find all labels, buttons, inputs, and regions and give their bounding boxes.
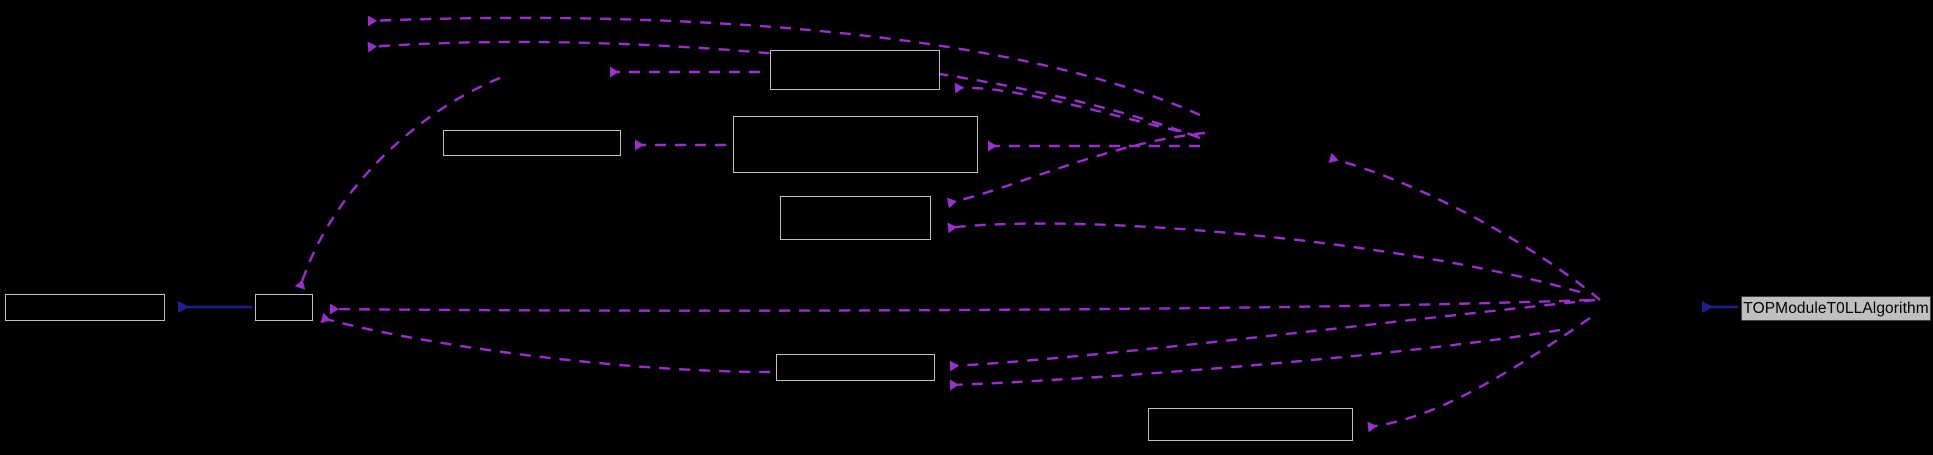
graph-node-6[interactable] bbox=[776, 354, 935, 381]
edge-hub-to-n5b bbox=[947, 222, 1581, 294]
edge-hub-to-upper-right bbox=[1328, 152, 1601, 301]
edge-hub-to-n3 bbox=[954, 82, 1199, 138]
edge-hub-to-n6a bbox=[949, 298, 1596, 372]
graph-node-8-label: TOPModuleT0LLAlgorithm bbox=[1743, 299, 1929, 317]
edge-hub-to-mid bbox=[329, 298, 1591, 315]
graph-node-4[interactable] bbox=[733, 116, 978, 173]
graph-node-2[interactable] bbox=[443, 130, 621, 156]
graph-node-7[interactable] bbox=[1148, 408, 1353, 441]
edge-hub-to-n6b bbox=[949, 328, 1561, 391]
graph-node-5[interactable] bbox=[780, 196, 931, 240]
edge-n6-to-n1 bbox=[320, 312, 771, 374]
edge-hub-to-n5a bbox=[946, 131, 1206, 209]
edge-top-to-n1 bbox=[294, 76, 501, 290]
graph-node-1[interactable] bbox=[255, 294, 313, 321]
graph-node-topmodulet0llalgorithm[interactable]: TOPModuleT0LLAlgorithm bbox=[1741, 296, 1931, 321]
edge-hub-to-n7 bbox=[1367, 317, 1591, 433]
graph-node-3[interactable] bbox=[770, 50, 940, 90]
dashed-edge-group bbox=[294, 15, 1601, 433]
graph-node-0[interactable] bbox=[5, 294, 165, 321]
